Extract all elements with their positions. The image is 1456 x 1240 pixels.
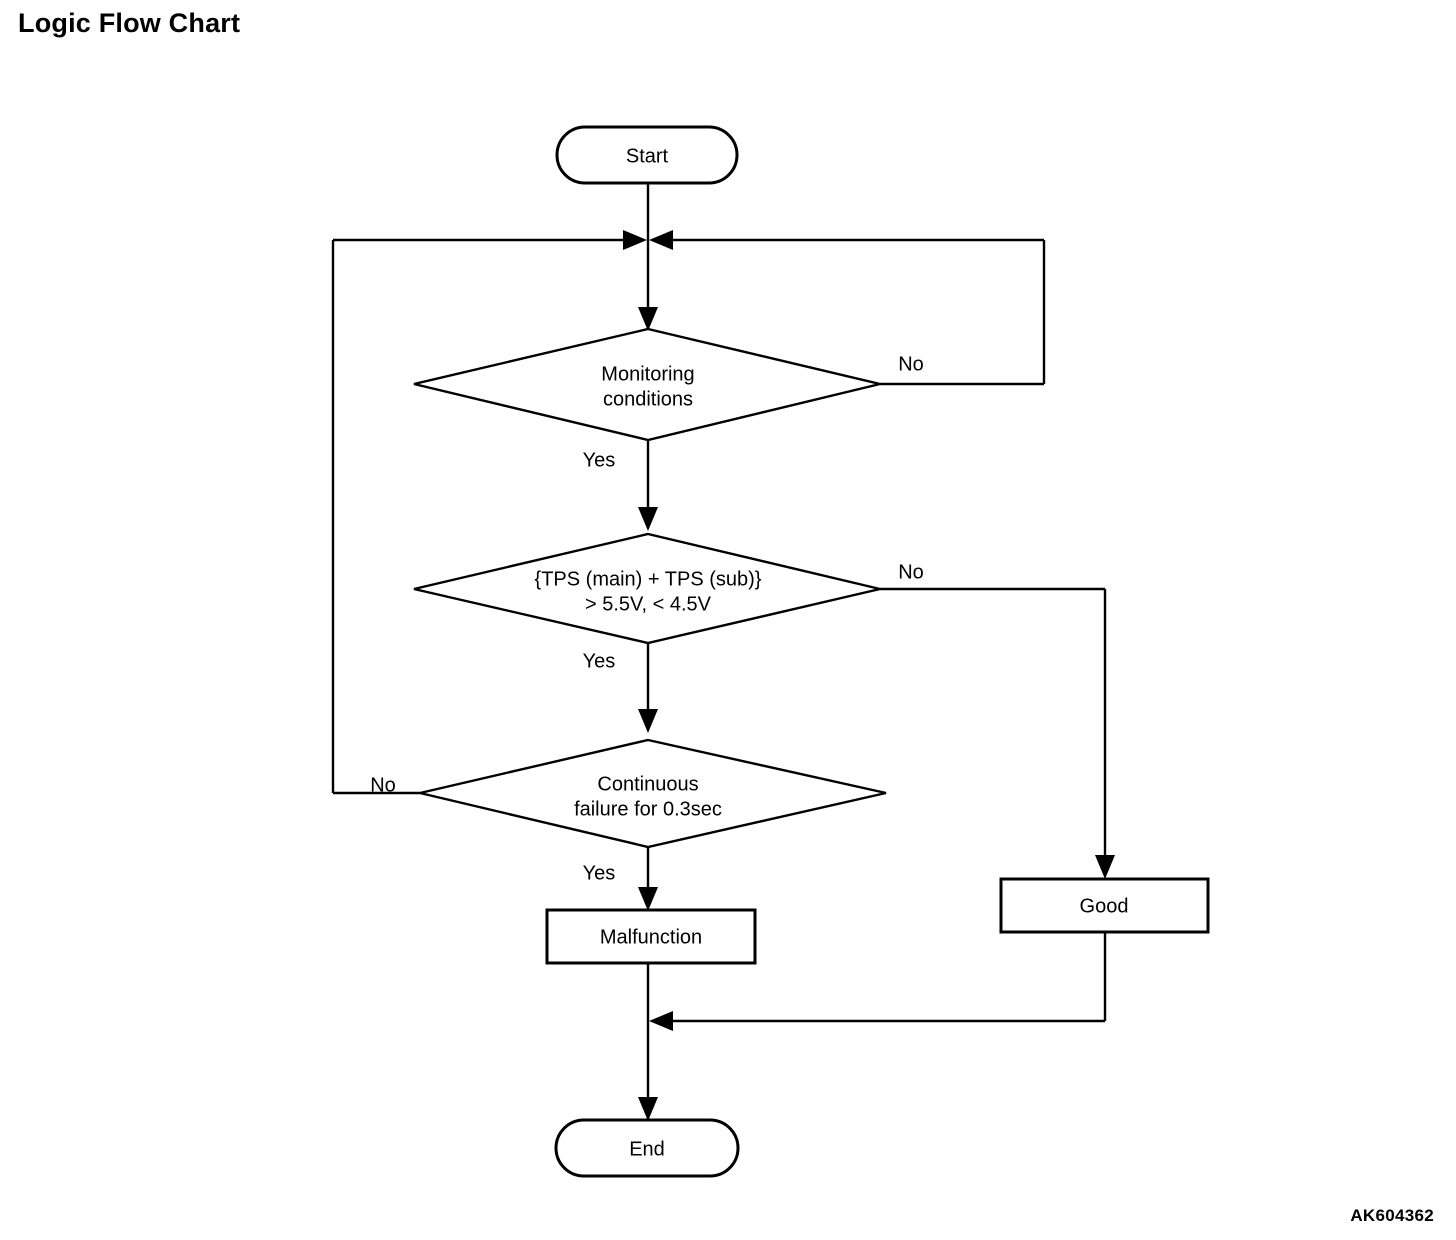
continuous-label-line2: failure for 0.3sec bbox=[574, 798, 722, 820]
label-tps-yes: Yes bbox=[583, 650, 616, 672]
good-label: Good bbox=[1080, 895, 1129, 917]
monitoring-label-line1: Monitoring bbox=[601, 363, 694, 385]
arrow-good-merge bbox=[649, 1011, 673, 1031]
start-label: Start bbox=[626, 145, 669, 167]
node-continuous-failure[interactable]: Continuous failure for 0.3sec bbox=[419, 738, 887, 849]
monitoring-label-line2: conditions bbox=[603, 388, 693, 410]
label-tps-no: No bbox=[898, 561, 924, 583]
tps-label-line2: > 5.5V, < 4.5V bbox=[585, 593, 712, 615]
page-title: Logic Flow Chart bbox=[18, 8, 241, 38]
arrow-into-end bbox=[638, 1097, 658, 1121]
node-start[interactable]: Start bbox=[555, 125, 739, 185]
arrow-right-loop-into-junction bbox=[649, 230, 673, 250]
arrow-into-malfunction bbox=[638, 887, 658, 911]
node-end[interactable]: End bbox=[554, 1118, 740, 1178]
arrow-into-good bbox=[1095, 855, 1115, 879]
arrow-left-loop-into-junction bbox=[623, 230, 647, 250]
arrow-into-tps bbox=[638, 507, 658, 531]
node-good[interactable]: Good bbox=[999, 877, 1210, 934]
end-label: End bbox=[629, 1138, 665, 1160]
arrow-into-continuous bbox=[638, 709, 658, 733]
node-tps-condition[interactable]: {TPS (main) + TPS (sub)} > 5.5V, < 4.5V bbox=[413, 532, 881, 645]
continuous-label-line1: Continuous bbox=[597, 773, 698, 795]
tps-label-line1: {TPS (main) + TPS (sub)} bbox=[535, 568, 762, 590]
node-malfunction[interactable]: Malfunction bbox=[545, 908, 757, 965]
label-monitoring-no: No bbox=[898, 353, 924, 375]
malfunction-label: Malfunction bbox=[600, 926, 702, 948]
label-continuous-no: No bbox=[370, 774, 396, 796]
malfunction-shape bbox=[545, 908, 757, 965]
label-continuous-yes: Yes bbox=[583, 862, 616, 884]
arrow-into-monitoring bbox=[638, 307, 658, 331]
label-monitoring-yes: Yes bbox=[583, 449, 616, 471]
node-monitoring-conditions[interactable]: Monitoring conditions bbox=[413, 327, 881, 442]
end-shape bbox=[554, 1118, 740, 1178]
figure-code: AK604362 bbox=[1350, 1206, 1434, 1225]
